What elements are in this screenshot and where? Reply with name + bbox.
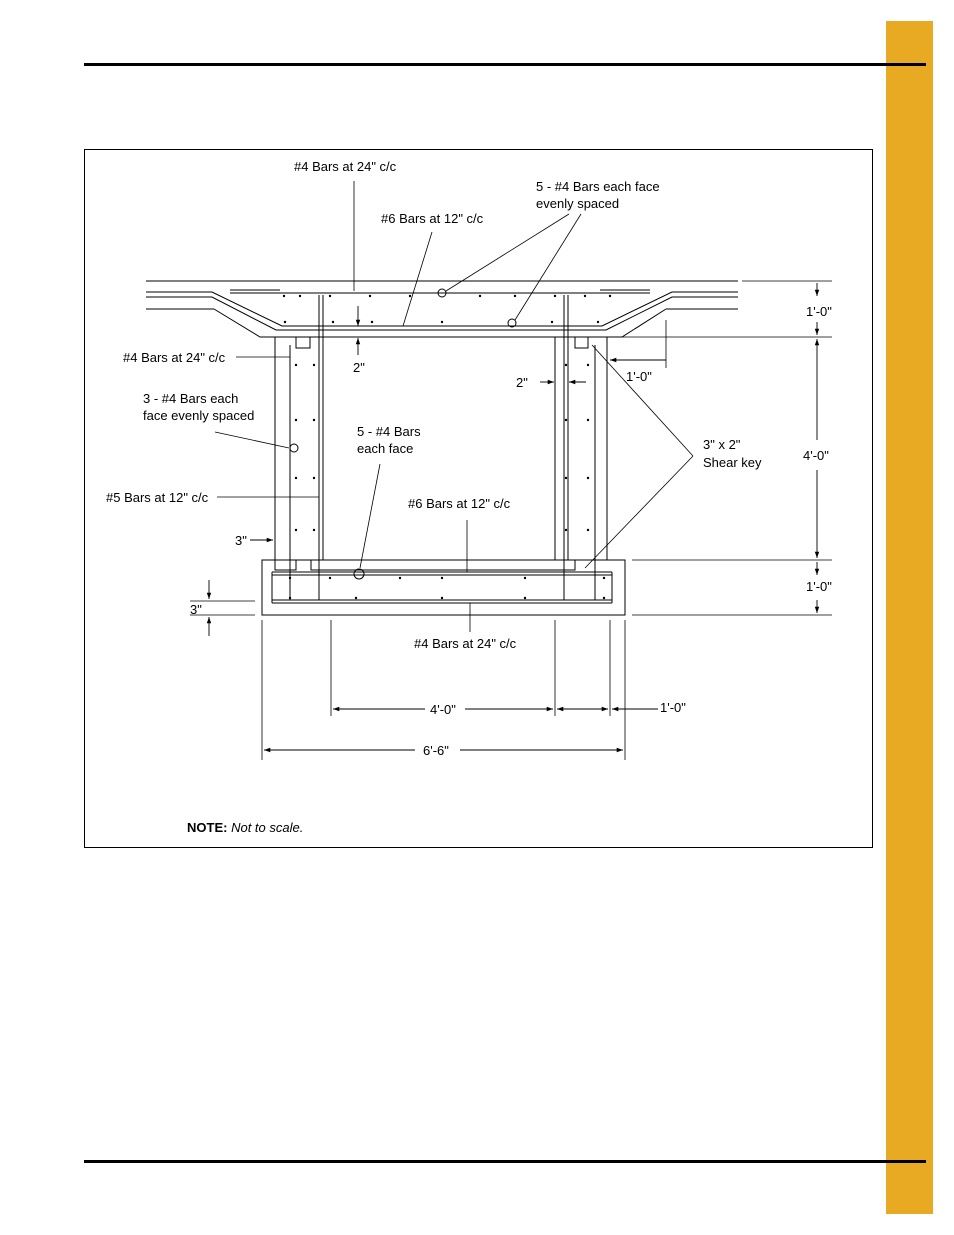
five-bars-face-label-1: 5 - #4 Bars each face [536, 179, 660, 194]
dim-top-slab: 1'-0" [806, 304, 832, 319]
five-bars-12-label: #5 Bars at 12" c/c [106, 490, 209, 505]
dim-wall-height: 4'-0" [803, 448, 829, 463]
top-six-bars-label: #6 Bars at 12" c/c [381, 211, 484, 226]
note: NOTE: Not to scale. [187, 820, 303, 835]
dim-total-width: 6'-6" [423, 743, 449, 758]
leader-lines [190, 181, 832, 760]
rebar-dots [283, 295, 611, 599]
note-text: Not to scale. [231, 820, 303, 835]
dim-wall-width: 1'-0" [660, 700, 686, 715]
dim-cover-bottom: 3" [190, 602, 202, 617]
dimension-arrows [209, 283, 817, 750]
shear-key-label-1: 3" x 2" [703, 437, 741, 452]
wall-four-bars-label: #4 Bars at 24" c/c [123, 350, 226, 365]
dim-overhang: 1'-0" [626, 369, 652, 384]
bottom-four-bars-label: #4 Bars at 24" c/c [414, 636, 517, 651]
dim-cover-wall: 2" [516, 375, 528, 390]
shear-key-label-2: Shear key [703, 455, 762, 470]
dim-inner-width: 4'-0" [430, 702, 456, 717]
five-bars-face-label-2: evenly spaced [536, 196, 619, 211]
top-bars-label: #4 Bars at 24" c/c [294, 159, 397, 174]
dim-footing: 1'-0" [806, 579, 832, 594]
three-bars-label-2: face evenly spaced [143, 408, 254, 423]
dim-cover-side: 3" [235, 533, 247, 548]
dim-cover-top: 2" [353, 360, 365, 375]
five-bars-label-2: each face [357, 441, 413, 456]
bottom-six-bars-label: #6 Bars at 12" c/c [408, 496, 511, 511]
five-bars-label-1: 5 - #4 Bars [357, 424, 421, 439]
note-label: NOTE: [187, 820, 227, 835]
three-bars-label-1: 3 - #4 Bars each [143, 391, 238, 406]
structure-outline [146, 281, 738, 615]
